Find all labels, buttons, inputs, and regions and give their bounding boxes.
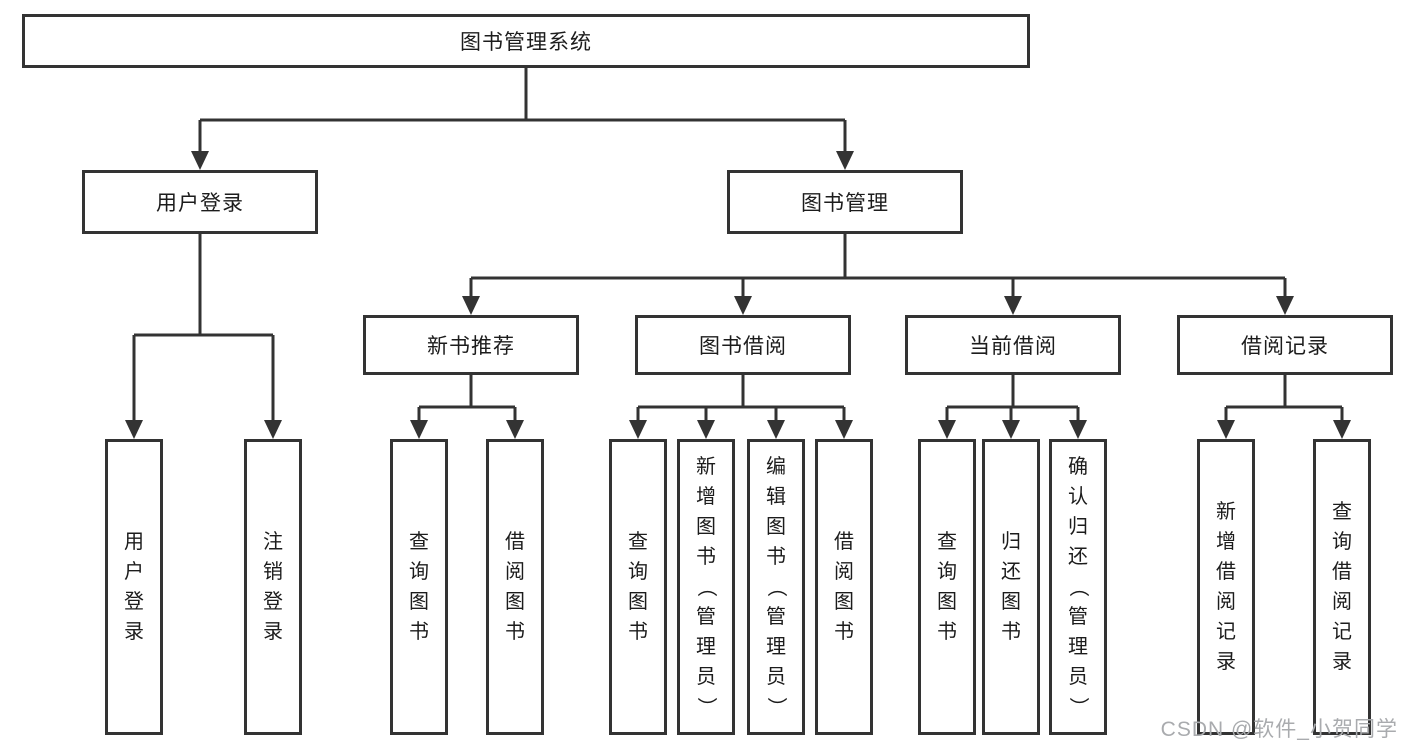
leaf-query-books-recommend: 查询图书 xyxy=(390,439,448,735)
leaf-edit-books-admin: 编辑图书（管理员） xyxy=(747,439,805,735)
leaf-add-borrow-record: 新增借阅记录 xyxy=(1197,439,1255,735)
node-new-book-recommend: 新书推荐 xyxy=(363,315,579,375)
node-user-login: 用户登录 xyxy=(82,170,318,234)
node-book-management-label: 图书管理 xyxy=(801,192,889,215)
leaf-confirm-return-admin: 确认归还（管理员） xyxy=(1049,439,1107,735)
arrowhead-icon xyxy=(264,420,282,439)
arrowhead-icon xyxy=(629,420,647,439)
node-book-borrowing: 图书借阅 xyxy=(635,315,851,375)
arrowhead-icon xyxy=(191,151,209,170)
arrowhead-icon xyxy=(1276,296,1294,315)
arrowhead-icon xyxy=(938,420,956,439)
leaf-add-books-admin: 新增图书（管理员） xyxy=(677,439,735,735)
arrowhead-icon xyxy=(506,420,524,439)
arrowhead-icon xyxy=(1002,420,1020,439)
arrowhead-icon xyxy=(1217,420,1235,439)
node-library-system-label: 图书管理系统 xyxy=(460,31,592,54)
arrowhead-icon xyxy=(767,420,785,439)
node-user-login-label: 用户登录 xyxy=(156,192,244,215)
arrowhead-icon xyxy=(1333,420,1351,439)
arrowhead-icon xyxy=(734,296,752,315)
vertical-label: 编辑图书（管理员） xyxy=(765,456,787,717)
node-current-borrowing-label: 当前借阅 xyxy=(969,335,1057,358)
leaf-return-books: 归还图书 xyxy=(982,439,1040,735)
vertical-label: 新增图书（管理员） xyxy=(695,456,717,717)
vertical-label: 用户登录 xyxy=(124,531,144,643)
vertical-label: 新增借阅记录 xyxy=(1216,501,1236,673)
arrowhead-icon xyxy=(125,420,143,439)
leaf-query-books-current: 查询图书 xyxy=(918,439,976,735)
vertical-label: 注销登录 xyxy=(263,531,283,643)
node-current-borrowing: 当前借阅 xyxy=(905,315,1121,375)
node-new-book-recommend-label: 新书推荐 xyxy=(427,335,515,358)
vertical-label: 借阅图书 xyxy=(834,531,854,643)
arrowhead-icon xyxy=(1069,420,1087,439)
leaf-user-login: 用户登录 xyxy=(105,439,163,735)
vertical-label: 查询图书 xyxy=(628,531,648,643)
vertical-label: 查询图书 xyxy=(409,531,429,643)
vertical-label: 查询借阅记录 xyxy=(1332,501,1352,673)
leaf-borrow-books-recommend: 借阅图书 xyxy=(486,439,544,735)
arrowhead-icon xyxy=(1004,296,1022,315)
leaf-query-books-borrowing: 查询图书 xyxy=(609,439,667,735)
node-borrowing-records-label: 借阅记录 xyxy=(1241,335,1329,358)
arrowhead-icon xyxy=(410,420,428,439)
vertical-label: 借阅图书 xyxy=(505,531,525,643)
node-book-management: 图书管理 xyxy=(727,170,963,234)
leaf-borrow-books: 借阅图书 xyxy=(815,439,873,735)
leaf-logout: 注销登录 xyxy=(244,439,302,735)
leaf-query-borrow-record: 查询借阅记录 xyxy=(1313,439,1371,735)
node-library-system: 图书管理系统 xyxy=(22,14,1030,68)
node-borrowing-records: 借阅记录 xyxy=(1177,315,1393,375)
vertical-label: 归还图书 xyxy=(1001,531,1021,643)
arrowhead-icon xyxy=(835,420,853,439)
node-book-borrowing-label: 图书借阅 xyxy=(699,335,787,358)
arrowhead-icon xyxy=(462,296,480,315)
vertical-label: 查询图书 xyxy=(937,531,957,643)
csdn-watermark: CSDN @软件_小贺同学 xyxy=(1160,718,1398,741)
arrowhead-icon xyxy=(836,151,854,170)
arrowhead-icon xyxy=(697,420,715,439)
vertical-label: 确认归还（管理员） xyxy=(1067,456,1089,717)
